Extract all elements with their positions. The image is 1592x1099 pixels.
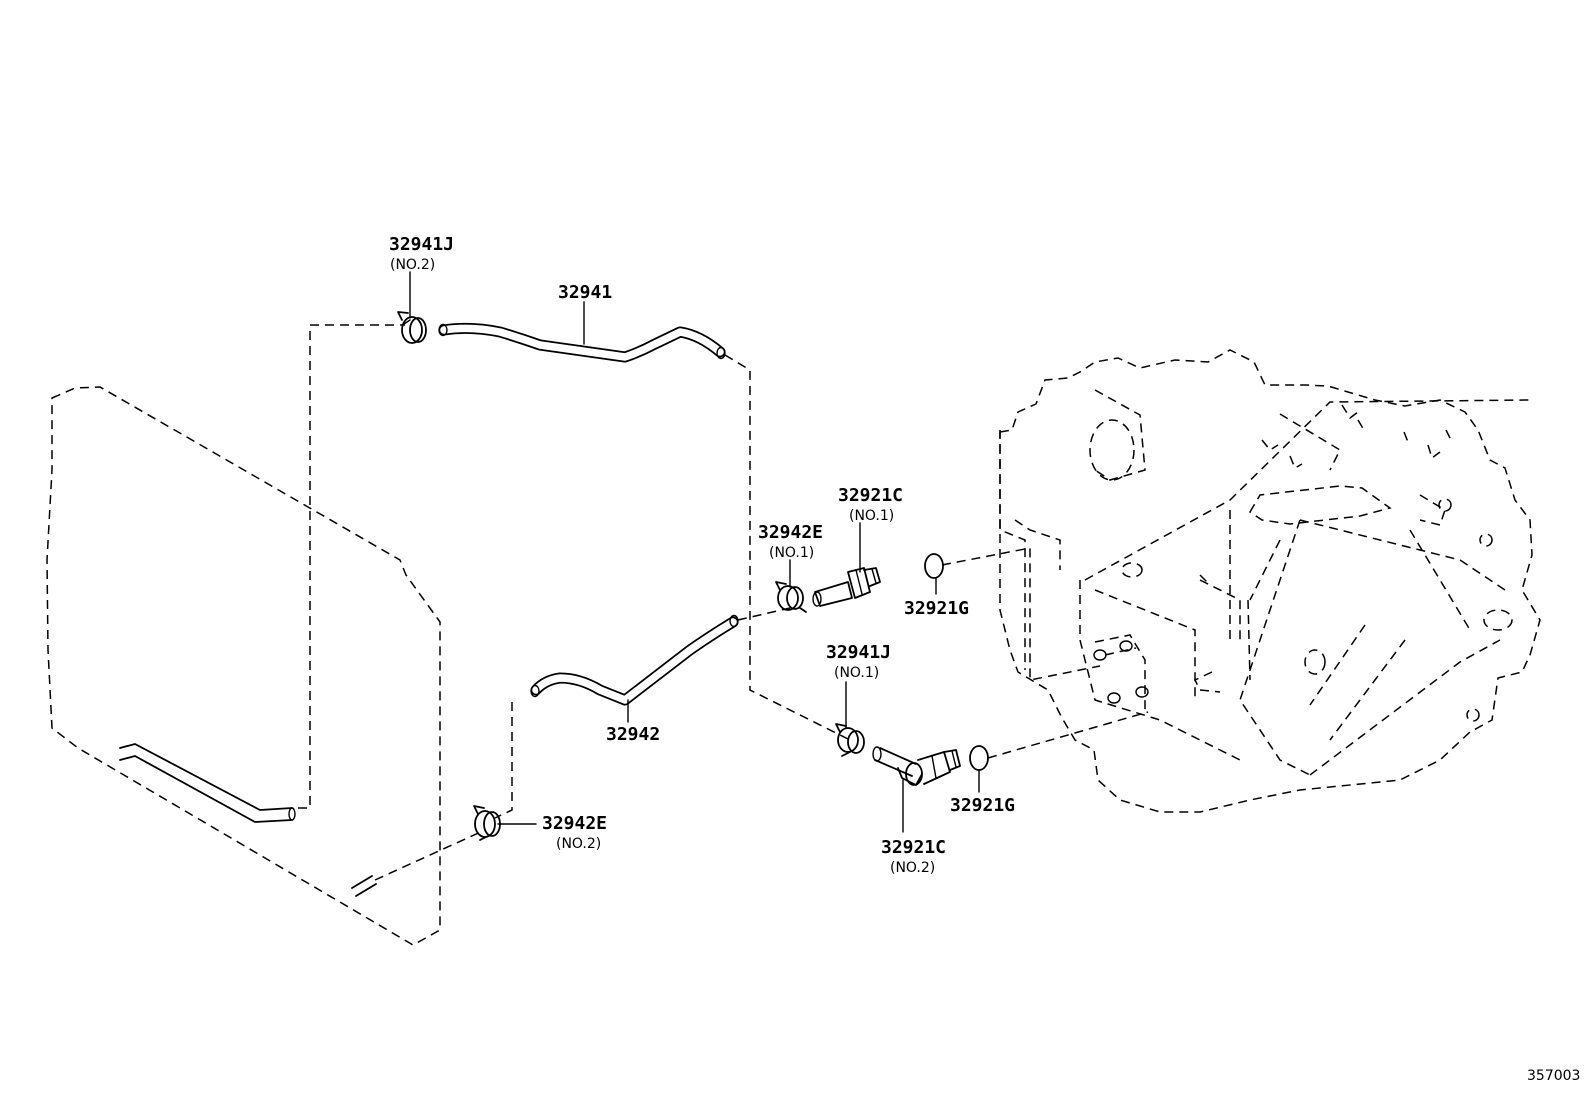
clamp-32942e-no1 xyxy=(775,581,807,613)
leader-lines xyxy=(409,271,980,833)
clamp-32941j-no1 xyxy=(835,723,865,757)
part-qualifier: (NO.2) xyxy=(556,836,601,852)
part-qualifier: (NO.1) xyxy=(769,545,814,561)
callout-32942e-no1: 32942E (NO.1) xyxy=(758,522,823,561)
part-number: 32941 xyxy=(558,282,612,303)
part-qualifier: (NO.2) xyxy=(390,257,435,273)
transaxle xyxy=(999,349,1541,813)
hose-32942 xyxy=(530,614,739,706)
hose-32941 xyxy=(438,322,726,363)
part-number: 32921G xyxy=(904,598,969,619)
union-32921c-no2 xyxy=(872,746,961,786)
callout-32921c-no2: 32921C (NO.2) xyxy=(881,837,946,876)
callout-32941: 32941 xyxy=(558,282,612,303)
callout-32942e-no2: 32942E (NO.2) xyxy=(542,813,607,852)
part-number: 32921G xyxy=(950,795,1015,816)
routing-lines xyxy=(298,324,1149,881)
part-qualifier: (NO.2) xyxy=(890,860,935,876)
part-qualifier: (NO.1) xyxy=(849,508,894,524)
callout-32942: 32942 xyxy=(606,724,660,745)
callout-32921g-upper: 32921G xyxy=(904,598,969,619)
part-number: 32942 xyxy=(606,724,660,745)
part-number: 32941J xyxy=(389,234,454,255)
part-number: 32921C xyxy=(881,837,946,858)
clamp-32941j-no2 xyxy=(397,311,427,344)
gasket-32921g-lower xyxy=(969,745,989,771)
callout-32941j-no1: 32941J (NO.1) xyxy=(826,642,891,681)
part-number: 32942E xyxy=(542,813,607,834)
figure-number: 357003 xyxy=(1527,1068,1580,1084)
radiator xyxy=(46,386,441,946)
part-number: 32941J xyxy=(826,642,891,663)
part-qualifier: (NO.1) xyxy=(834,665,879,681)
union-32921c-no1 xyxy=(812,567,881,607)
callout-32921g-lower: 32921G xyxy=(950,795,1015,816)
gasket-32921g-upper xyxy=(924,553,944,579)
part-number: 32921C xyxy=(838,485,903,506)
transaxle-port-upper xyxy=(1093,649,1107,661)
callout-32941j-no2: 32941J (NO.2) xyxy=(389,234,454,273)
callout-32921c-no1: 32921C (NO.1) xyxy=(838,485,903,524)
clamp-32942e-no2 xyxy=(473,805,501,841)
part-number: 32942E xyxy=(758,522,823,543)
transaxle-port-lower xyxy=(1107,692,1121,704)
